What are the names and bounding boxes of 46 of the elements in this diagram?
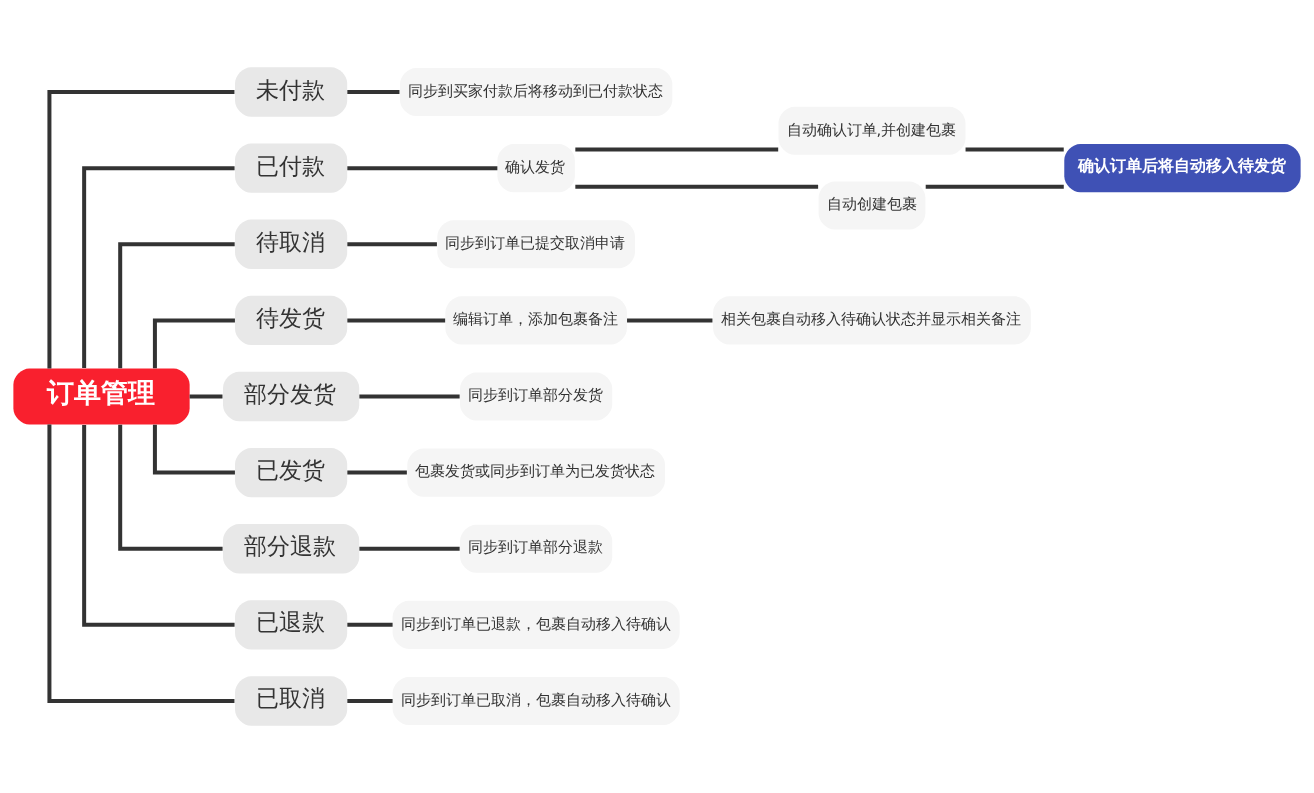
connector	[152, 424, 235, 475]
connector	[189, 394, 223, 399]
connector	[627, 318, 713, 323]
connector	[359, 546, 460, 551]
node-box: 部分发货	[223, 371, 360, 422]
node-box: 订单管理	[13, 368, 190, 425]
connector	[347, 166, 498, 171]
connector	[47, 424, 235, 703]
node-box: 包裹发货或同步到订单为已发货状态	[407, 448, 665, 497]
node-box: 自动创建包裹	[818, 181, 926, 230]
node-box: 已付款	[235, 143, 348, 193]
node-box: 同步到订单已退款，包裹自动移入待确认	[392, 600, 680, 649]
node-box: 同步到订单已取消，包裹自动移入待确认	[392, 676, 680, 725]
connector	[359, 394, 460, 399]
connector	[152, 318, 235, 369]
connector	[118, 424, 223, 551]
connector	[347, 318, 446, 323]
connector	[347, 698, 393, 703]
node-box: 确认发货	[497, 144, 575, 193]
node-box: 相关包裹自动移入待确认状态并显示相关备注	[713, 296, 1031, 345]
connector	[118, 242, 235, 369]
node-box: 自动确认订单,并创建包裹	[778, 106, 966, 155]
connector	[47, 90, 235, 369]
node-box: 编辑订单，添加包裹备注	[445, 296, 627, 345]
connector	[347, 470, 407, 475]
connector	[82, 166, 235, 369]
connector	[575, 147, 779, 152]
node-box: 同步到订单部分发货	[460, 372, 613, 421]
connector	[925, 184, 1064, 189]
node-box: 待取消	[235, 219, 348, 269]
connector	[347, 90, 400, 95]
connector	[347, 242, 437, 247]
node-box: 待发货	[235, 295, 348, 346]
node-box: 未付款	[235, 67, 348, 117]
node-box: 同步到订单已提交取消申请	[437, 220, 635, 269]
node-box: 已发货	[235, 447, 348, 498]
node-box: 同步到订单部分退款	[460, 524, 613, 573]
node-box: 部分退款	[223, 524, 360, 574]
node-box: 已取消	[235, 676, 348, 726]
node-box: 同步到买家付款后将移动到已付款状态	[399, 68, 673, 117]
node-box: 已退款	[235, 600, 348, 650]
connector	[575, 184, 819, 189]
connector	[82, 424, 235, 627]
node-box: 确认订单后将自动移入待发货	[1064, 144, 1301, 193]
connector	[965, 147, 1064, 152]
connector	[347, 622, 393, 627]
